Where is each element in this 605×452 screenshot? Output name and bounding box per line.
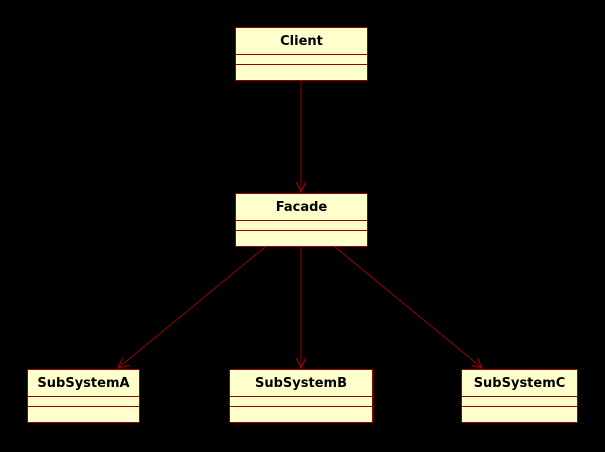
operations-compartment	[462, 407, 577, 421]
class-subsystem-c[interactable]: SubSystemC	[461, 369, 578, 423]
class-name: SubSystemB	[230, 370, 372, 397]
class-name: SubSystemC	[462, 370, 577, 397]
class-client[interactable]: Client	[235, 27, 368, 81]
class-name: SubSystemA	[28, 370, 139, 397]
operations-compartment	[236, 231, 367, 245]
class-subsystem-b[interactable]: SubSystemB	[229, 369, 373, 423]
attributes-compartment	[236, 55, 367, 65]
arrow-facade-to-subsystemc	[334, 246, 482, 368]
operations-compartment	[230, 407, 372, 421]
attributes-compartment	[28, 397, 139, 407]
class-name: Facade	[236, 194, 367, 221]
attributes-compartment	[462, 397, 577, 407]
operations-compartment	[236, 65, 367, 79]
attributes-compartment	[230, 397, 372, 407]
arrow-facade-to-subsystema	[118, 246, 266, 368]
class-name: Client	[236, 28, 367, 55]
attributes-compartment	[236, 221, 367, 231]
class-subsystem-a[interactable]: SubSystemA	[27, 369, 140, 423]
class-facade[interactable]: Facade	[235, 193, 368, 247]
operations-compartment	[28, 407, 139, 421]
